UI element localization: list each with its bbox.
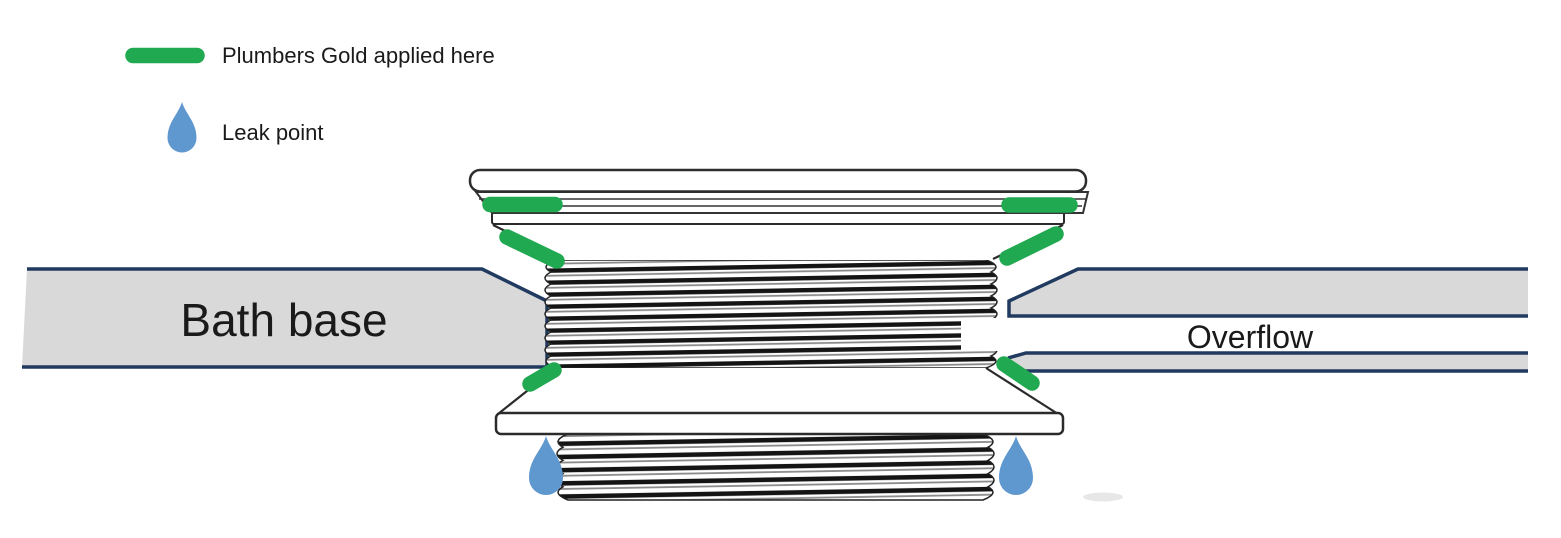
overflow-top-wall xyxy=(1009,269,1528,316)
sealant-markers xyxy=(482,196,1078,392)
gasket-stack xyxy=(473,191,1090,214)
taper-shoulder xyxy=(477,224,1087,260)
leak-drop-right xyxy=(999,436,1033,495)
sealant-marker-upper-left xyxy=(499,229,565,269)
shadow-smudge xyxy=(1083,492,1123,502)
drain-fitting xyxy=(468,168,1123,502)
bath-base-shape xyxy=(22,269,547,367)
backnut-cone xyxy=(498,368,1058,414)
bath-base-panel: Bath base xyxy=(22,267,549,369)
thread-body xyxy=(544,259,998,369)
leak-drop-left xyxy=(529,436,563,495)
legend-leak-label: Leak point xyxy=(222,120,324,145)
gasket-stack-lines xyxy=(479,198,1086,207)
sealant-marker-lower-left xyxy=(522,362,562,392)
lower-thread-body xyxy=(556,433,995,501)
overflow-bottom-wall-border xyxy=(1007,351,1528,373)
sealing-washer xyxy=(491,211,1065,225)
sealant-marker-upper-right xyxy=(999,226,1064,266)
leak-drop-icon xyxy=(167,102,197,153)
top-flange xyxy=(468,168,1088,193)
backnut-band xyxy=(494,411,1065,436)
overflow-bottom-wall xyxy=(1008,353,1528,371)
overflow-top-wall-border xyxy=(1007,267,1528,318)
legend-sealant-label: Plumbers Gold applied here xyxy=(222,43,495,68)
sealant-marker-lower-right xyxy=(996,356,1040,391)
legend: Plumbers Gold applied here Leak point xyxy=(125,43,495,153)
bath-base-label: Bath base xyxy=(180,294,387,346)
overflow-label: Overflow xyxy=(1187,319,1314,355)
overflow-hole-notch xyxy=(961,318,1006,351)
overflow-pipe: Overflow xyxy=(1007,267,1528,373)
